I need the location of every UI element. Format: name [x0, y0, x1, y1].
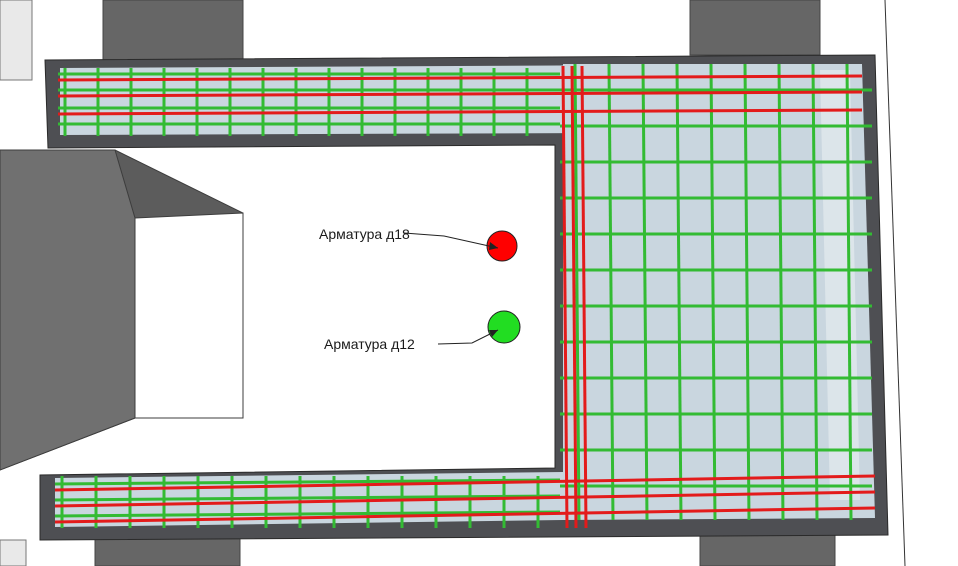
rebar-d12-bar: [743, 63, 751, 521]
wall-block-top-left: [0, 0, 33, 81]
rebar-d18-bar: [570, 65, 578, 529]
rebar-d12-bar: [675, 63, 683, 521]
slab-right-block: [563, 64, 875, 520]
wall-block-bottom-left: [0, 539, 27, 566]
wall-left-face: [0, 149, 136, 471]
rebar-d12-bar: [641, 63, 649, 521]
rebar-d12-bar: [54, 494, 561, 502]
rebar-d12-bar: [709, 63, 717, 521]
rebar-d18-bar: [54, 506, 876, 524]
legend: [403, 230, 521, 345]
rebar-d12-bar: [845, 63, 853, 521]
legend-marker-d12: [487, 310, 521, 344]
leader-line-d12: [437, 329, 499, 345]
rebar-d18-bar: [54, 490, 876, 508]
leader-arrow-d12: [489, 330, 498, 337]
rebar-d18-bar: [580, 65, 588, 529]
rebar-d18-bar: [561, 65, 569, 529]
wall-left-inner: [134, 212, 244, 419]
rebar-d12-bar: [811, 63, 819, 521]
rebar-d12-bar: [54, 478, 561, 486]
leader-line-d18: [403, 232, 499, 249]
leader-arrow-d18: [489, 242, 498, 250]
rebar-d18-bar: [57, 74, 863, 82]
rebar-d12-bar: [777, 63, 785, 521]
rebar-d18-bar: [54, 474, 876, 492]
edge-line-right: [884, 0, 906, 566]
rebar-d18-bar: [57, 108, 863, 116]
wall-top-2: [689, 0, 821, 56]
rebar-mesh-d18: [54, 65, 876, 529]
rebar-d12-bar: [607, 63, 615, 521]
background-structures: [0, 0, 906, 566]
rebar-d18-bar: [57, 90, 863, 98]
rebar-d12-bar: [54, 510, 561, 518]
rebar-d12-bar: [573, 63, 581, 521]
